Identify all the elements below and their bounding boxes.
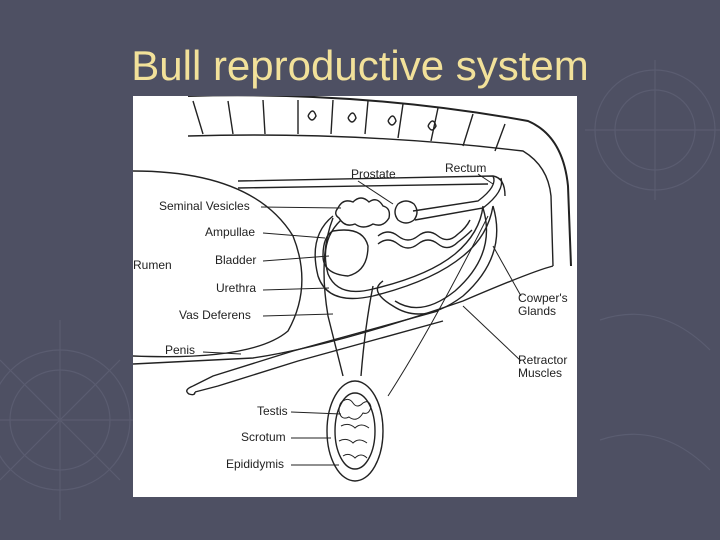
bladder: [322, 229, 369, 277]
rectum: [412, 175, 495, 212]
label-rectum: Rectum: [445, 161, 487, 175]
seminal-vesicles: [335, 197, 391, 228]
label-prostate: Prostate: [351, 167, 396, 181]
rumen-outline: [133, 170, 303, 358]
scrotum: [326, 380, 384, 482]
urethra: [314, 205, 494, 300]
anatomy-diagram: Prostate Rectum Seminal Vesicles Ampulla…: [133, 96, 577, 497]
epididymis: [338, 398, 372, 420]
label-rumen: Rumen: [133, 258, 172, 272]
label-epididymis: Epididymis: [226, 457, 285, 471]
ampullae: [377, 219, 471, 241]
label-urethra: Urethra: [216, 281, 257, 295]
label-bladder: Bladder: [215, 253, 257, 267]
prostate: [394, 200, 418, 224]
label-retractor-muscles: Retractor Muscles: [518, 353, 568, 380]
label-testis: Testis: [257, 404, 288, 418]
testis: [334, 392, 376, 470]
label-scrotum: Scrotum: [241, 430, 286, 444]
slide-title: Bull reproductive system: [131, 42, 589, 89]
label-ampullae: Ampullae: [205, 225, 256, 239]
retractor-muscles: [387, 215, 489, 397]
spine: [188, 96, 572, 267]
label-penis: Penis: [165, 343, 196, 357]
anatomy-drawing: [133, 96, 572, 482]
label-seminal-vesicles: Seminal Vesicles: [159, 199, 250, 213]
label-cowpers-glands: Cowper's Glands: [518, 291, 568, 318]
label-vas-deferens: Vas Deferens: [179, 308, 251, 322]
vas-deferens: [323, 217, 344, 377]
